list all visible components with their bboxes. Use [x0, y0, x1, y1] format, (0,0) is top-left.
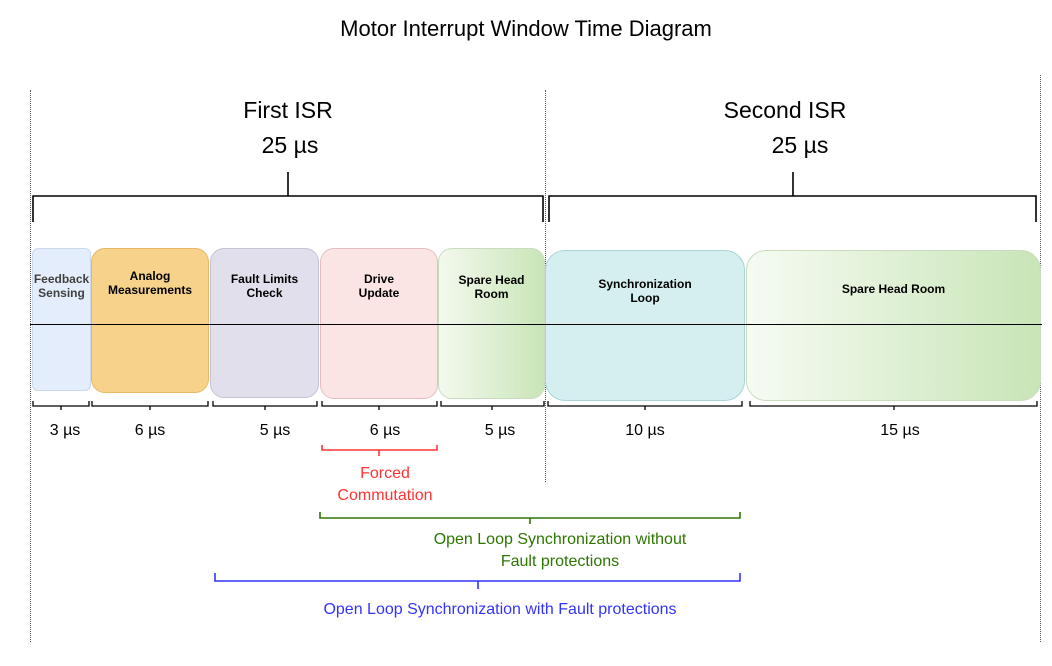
synchronization-loop-label: Synchronization Loop	[598, 277, 692, 305]
forced-commutation-label: Forced Commutation	[337, 465, 433, 504]
first-isr-duration: 25 µs	[261, 132, 319, 158]
first-isr-brace	[32, 172, 544, 222]
feedback-sensing-block: Feedback Sensing	[32, 248, 91, 391]
diagram-title: Motor Interrupt Window Time Diagram	[340, 16, 712, 41]
fault-limits-check-block: Fault Limits Check	[210, 248, 319, 398]
feedback-sensing-label: Feedback Sensing	[33, 272, 90, 300]
duration-fault: 5 µs	[259, 422, 291, 439]
drive-update-label: Drive Update	[358, 272, 400, 300]
duration-bracket-spare2	[749, 401, 1038, 410]
duration-bracket-drive	[321, 401, 438, 410]
analog-measurements-label: Analog Measurements	[107, 269, 193, 297]
duration-drive: 6 µs	[369, 422, 401, 439]
forced-commutation-bracket	[321, 445, 438, 456]
duration-spare2: 15 µs	[880, 422, 920, 439]
second-isr-brace	[548, 172, 1037, 222]
analog-measurements-block: Analog Measurements	[91, 248, 209, 393]
duration-bracket-feedback	[32, 401, 90, 410]
first-isr-label: First ISR	[243, 97, 333, 123]
duration-sync: 10 µs	[625, 422, 665, 439]
open-loop-without-bracket	[319, 512, 741, 524]
spare-head-room-label-2: Spare Head Room	[841, 282, 946, 296]
drive-update-block: Drive Update	[320, 248, 438, 399]
window-boundary-start	[30, 90, 31, 642]
spare-head-room-label-1: Spare Head Room	[458, 273, 525, 301]
spare-head-room-block-1: Spare Head Room	[438, 248, 545, 399]
duration-bracket-fault	[212, 401, 318, 410]
duration-analog: 6 µs	[134, 422, 166, 439]
open-loop-without-label: Open Loop Synchronization without Fault …	[433, 531, 687, 570]
fault-limits-check-label: Fault Limits Check	[230, 272, 299, 300]
open-loop-with-label: Open Loop Synchronization with Fault pro…	[323, 601, 677, 618]
duration-bracket-sync	[547, 401, 743, 410]
duration-bracket-analog	[91, 401, 209, 410]
open-loop-with-bracket	[214, 573, 741, 589]
synchronization-loop-block: Synchronization Loop	[545, 250, 745, 401]
spare-head-room-block-2: Spare Head Room	[746, 250, 1041, 401]
timeline-axis	[30, 324, 1042, 325]
duration-spare1: 5 µs	[484, 422, 516, 439]
duration-feedback: 3 µs	[49, 422, 81, 439]
duration-bracket-spare1	[440, 401, 545, 410]
second-isr-label: Second ISR	[723, 97, 847, 123]
second-isr-duration: 25 µs	[771, 132, 829, 158]
